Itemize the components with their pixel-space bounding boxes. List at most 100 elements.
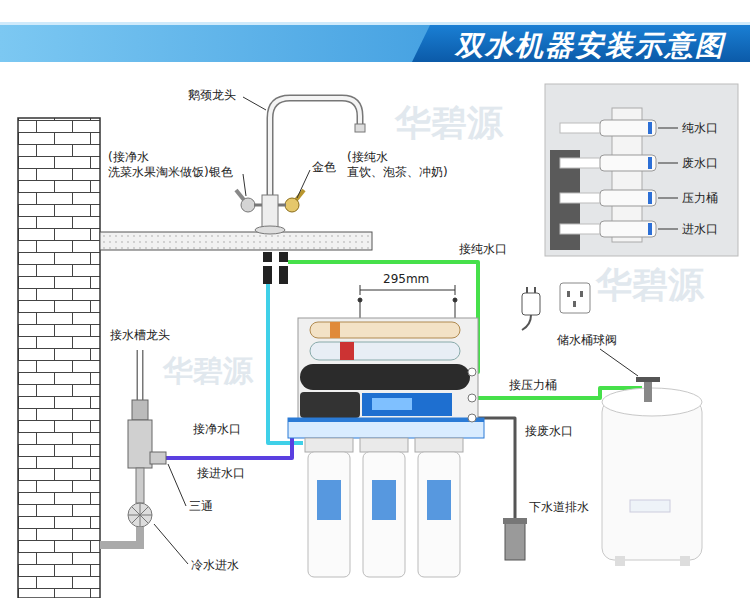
gooseneck-faucet: [255, 226, 285, 234]
drain-pipe: [503, 518, 527, 560]
dimension-line: [360, 285, 361, 295]
ro-machine: [305, 438, 353, 577]
header-bar: [0, 22, 750, 62]
pipe-label: 接纯水口: [458, 242, 508, 257]
power-plug: [573, 301, 576, 307]
power-plug: [526, 287, 528, 293]
tee-valve: [136, 468, 144, 503]
ro-machine: [468, 368, 476, 376]
part-label: 金色: [312, 160, 336, 175]
inset-photo: [648, 122, 652, 134]
header-bar: [0, 22, 750, 25]
power-plug: [522, 283, 590, 330]
inset-photo: [560, 221, 678, 237]
ro-machine: [372, 480, 396, 520]
tee-valve: [150, 452, 166, 464]
dimension-line: [453, 298, 457, 302]
inset-photo: [600, 120, 656, 136]
power-plug: [580, 291, 583, 297]
port-label: 纯水口: [682, 121, 718, 136]
ro-machine: [468, 414, 476, 422]
header-bar: [412, 25, 750, 62]
leader-line: [243, 174, 246, 196]
label-line: (接净水: [108, 150, 233, 165]
part-label: 接水槽龙头: [110, 328, 170, 343]
ro-machine: [310, 322, 460, 338]
pressure-tank: [602, 377, 702, 566]
ro-machine: [298, 318, 478, 428]
inset-photo: [560, 190, 678, 206]
port-label: 压力桶: [682, 191, 718, 206]
sink-faucet-hose: [132, 350, 148, 420]
faucet-connector: [279, 252, 288, 284]
inset-photo: [648, 157, 652, 169]
gooseneck-faucet: [270, 98, 360, 228]
pressure-tank: [615, 556, 625, 566]
inset-photo: [545, 84, 738, 256]
sink-faucet-hose: [132, 400, 148, 420]
dimension-line: [358, 298, 362, 302]
pressure-tank: [636, 377, 660, 382]
pipe-label: 接净水口: [192, 422, 242, 437]
dimension-label: 295mm: [382, 272, 430, 287]
port-label: 进水口: [682, 222, 718, 237]
port-label: 废水口: [682, 156, 718, 171]
watermark: 华碧源: [163, 352, 253, 390]
tee-valve: [100, 420, 166, 545]
tee-valve: [128, 503, 152, 527]
part-label: 鹅颈龙头: [188, 88, 236, 103]
part-label: 三通: [188, 499, 214, 514]
pressure-tank: [644, 380, 652, 402]
tee-valve: [100, 527, 140, 545]
drain-pipe: [503, 518, 527, 524]
power-plug: [560, 283, 590, 313]
ro-machine: [300, 392, 360, 418]
inset-photo: [600, 155, 656, 171]
gooseneck-faucet: [355, 124, 365, 132]
water-pipes: [288, 262, 478, 372]
ro-machine: [288, 318, 484, 577]
inset-photo: [560, 155, 678, 171]
faucet-connector: [279, 262, 288, 266]
drain-pipe: [505, 520, 525, 560]
leader-line: [168, 464, 186, 506]
leader-line: [600, 349, 638, 376]
power-plug: [567, 291, 570, 297]
ro-machine: [363, 452, 405, 577]
pipe-label: 接进水口: [196, 466, 246, 481]
ro-machine: [340, 342, 354, 360]
dimension-line: [455, 285, 456, 295]
tee-valve: [128, 503, 152, 527]
brick-wall: [18, 118, 100, 598]
ro-machine: [372, 398, 412, 410]
pressure-tank: [602, 400, 702, 560]
ro-machine: [317, 480, 341, 520]
power-plug: [522, 293, 540, 315]
ro-machine: [360, 438, 408, 452]
inset-photo: [658, 229, 678, 230]
inset-photo: [658, 198, 678, 199]
label-line: (接纯水: [347, 150, 448, 165]
gooseneck-faucet: [270, 98, 360, 228]
inset-photo: [658, 128, 678, 129]
pressure-tank: [630, 500, 670, 512]
dimension-line: [358, 285, 457, 318]
label-line: 直饮、泡茶、冲奶): [347, 165, 448, 180]
ro-machine: [362, 393, 452, 416]
ro-machine: [308, 452, 350, 577]
inset-photo: [545, 84, 738, 256]
inset-photo: [648, 223, 652, 235]
leader-line: [154, 524, 188, 564]
gooseneck-faucet: [285, 198, 299, 212]
ro-machine: [305, 438, 353, 452]
sink-faucet-hose: [137, 350, 144, 400]
ro-machine: [415, 438, 463, 577]
pressure-tank: [680, 556, 690, 566]
inset-photo: [560, 224, 602, 234]
leader-line: [243, 97, 266, 110]
part-label: (接净水 洗菜水果淘米做饭)银色: [108, 150, 233, 180]
part-label: 储水桶球阀: [556, 333, 618, 348]
ro-machine: [468, 394, 476, 402]
countertop: [100, 232, 372, 250]
